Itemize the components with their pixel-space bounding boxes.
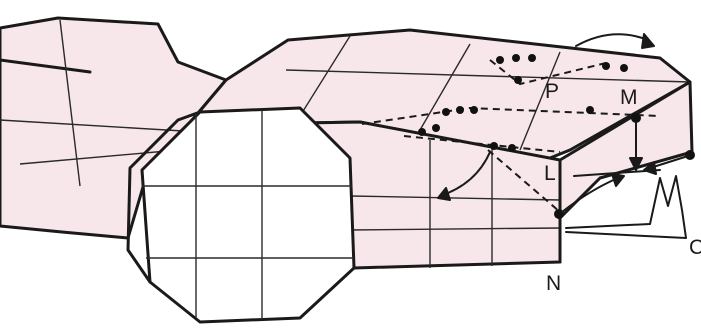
label-L: L	[544, 162, 556, 185]
arrow-rotate	[576, 34, 654, 48]
fold-dot	[442, 108, 450, 116]
fold-dot	[512, 54, 520, 62]
fold-dot	[418, 128, 426, 136]
label-C: C	[689, 236, 701, 259]
fold-dot	[490, 142, 498, 150]
fold-dot	[508, 144, 516, 152]
label-M: M	[620, 86, 638, 109]
fold-dot	[602, 62, 610, 70]
fold-dot	[432, 124, 440, 132]
octagon-face	[142, 108, 354, 322]
fold-dot	[620, 64, 628, 72]
fold-dot	[496, 56, 504, 64]
label-P: P	[545, 80, 559, 103]
fold-dot	[528, 54, 536, 62]
fold-dot	[586, 106, 594, 114]
label-N: N	[546, 272, 561, 295]
fold-dot	[470, 106, 478, 114]
fold-dot	[514, 76, 522, 84]
fold-dot	[685, 150, 695, 160]
fold-dot	[456, 106, 464, 114]
